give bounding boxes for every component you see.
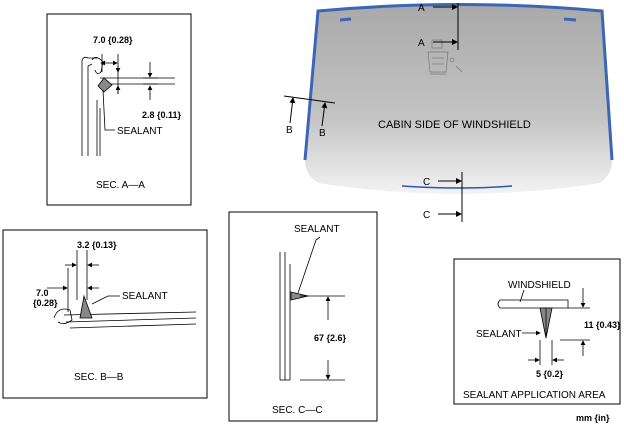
cabin-side-label: CABIN SIDE OF WINDSHIELD	[378, 119, 531, 131]
sec-b-caption: SEC. B—B	[74, 372, 124, 383]
frame-mark-right	[563, 17, 577, 22]
windshield: A A B B C C CABIN SIDE OF WINDSHIELD	[283, 3, 614, 222]
sec-b-dim-gap: 3.2 {0.13}	[77, 240, 117, 250]
section-a-drawing	[81, 54, 175, 156]
section-b-panel: 3.2 {0.13} 7.0 {0.28} SEALANT SEC. B—B	[2, 229, 208, 399]
app-caption: SEALANT APPLICATION AREA	[463, 390, 606, 401]
sec-a-dim-width: 7.0 {0.28}	[93, 35, 133, 45]
arrow-b-inner	[321, 102, 328, 127]
app-dim-width: 5 {0.2}	[536, 369, 564, 379]
sec-b-sealant-label: SEALANT	[122, 291, 168, 302]
sealant-line-c	[401, 185, 513, 189]
section-b-drawing	[47, 250, 197, 329]
marker-a-top: A	[418, 3, 425, 14]
sec-a-dim-height: 2.8 {0.11}	[142, 110, 182, 120]
app-windshield-label: WINDSHIELD	[508, 280, 571, 291]
section-c-panel: SEALANT 67 {2.6} SEC. C—C	[228, 211, 378, 422]
sec-c-sealant-label: SEALANT	[294, 224, 340, 235]
section-c-drawing	[279, 236, 345, 381]
app-sealant-label: SEALANT	[476, 329, 522, 340]
section-a-panel: 7.0 {0.28} 2.8 {0.11} SEALANT SEC. A—A	[46, 13, 192, 206]
marker-c-lower: C	[423, 210, 430, 221]
application-area-panel: WINDSHIELD SEALANT 11 {0.43} 5 {0.2} SEA…	[453, 258, 621, 405]
marker-b-inner: B	[319, 128, 326, 139]
units-label: mm {in}	[576, 413, 610, 423]
marker-a-inner: A	[418, 38, 425, 49]
sec-c-caption: SEC. C—C	[272, 405, 323, 416]
sec-b-dim-width-1: 7.0	[36, 288, 49, 298]
sec-a-sealant-label: SEALANT	[117, 126, 163, 137]
application-area-drawing	[497, 288, 590, 365]
marker-b-left: B	[286, 125, 293, 136]
sec-a-caption: SEC. A—A	[96, 180, 145, 191]
frame-mark-left	[339, 17, 352, 22]
marker-c-upper: C	[423, 177, 430, 188]
windshield-frame	[303, 3, 614, 161]
app-dim-height: 11 {0.43}	[584, 320, 621, 330]
mirror-mount	[427, 39, 463, 75]
sec-b-dim-width-2: {0.28}	[33, 298, 58, 308]
sec-c-dim-height: 67 {2.6}	[314, 333, 347, 343]
windshield-glass	[305, 4, 612, 194]
arrow-b-left	[289, 97, 296, 124]
